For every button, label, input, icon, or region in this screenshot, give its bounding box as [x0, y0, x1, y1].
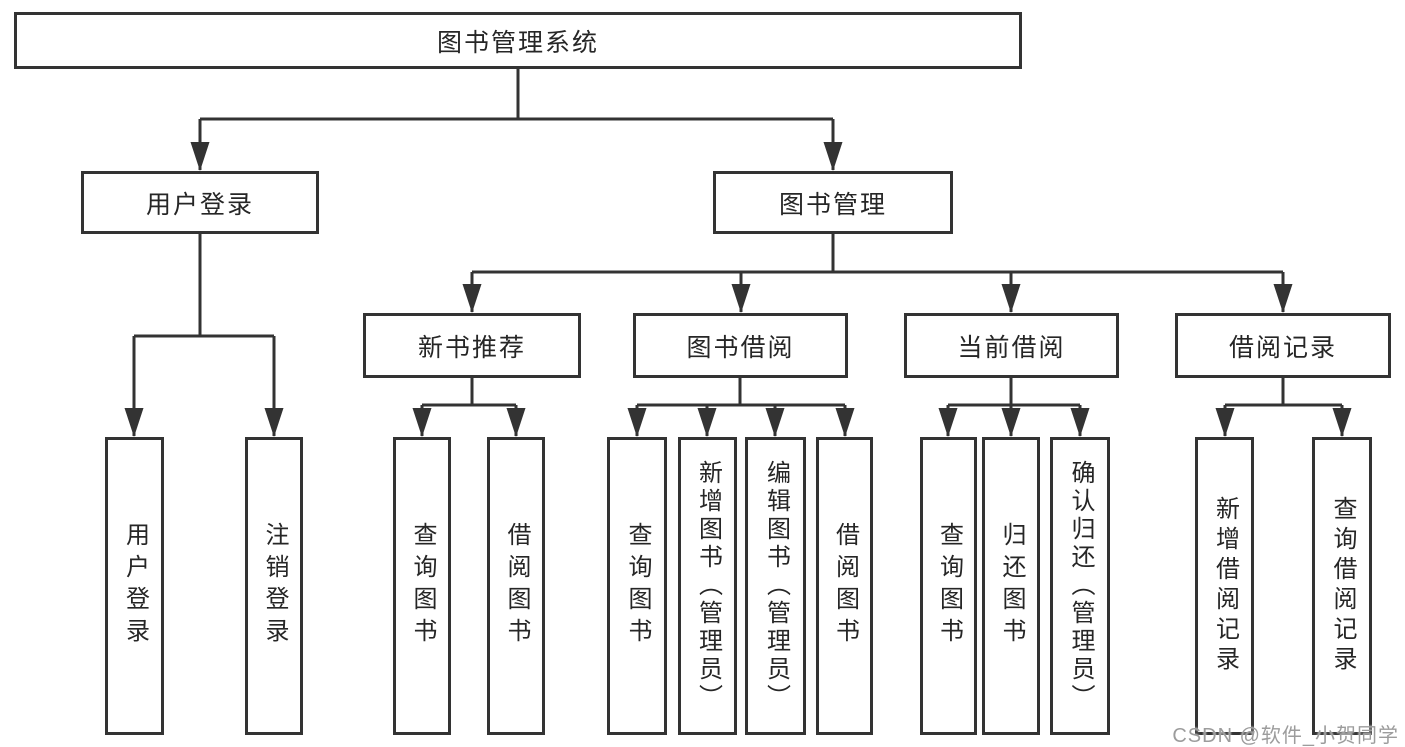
- node-book-borrow-label: 图书借阅: [686, 333, 795, 362]
- csdn-watermark: CSDN @软件_小贺同学: [1172, 725, 1399, 747]
- leaf-edit-book-admin: 编辑图书（管理员）: [745, 437, 806, 735]
- node-user-login-group: 用户登录: [81, 171, 319, 234]
- leaf-add-book-admin-label: 新增图书（管理员）: [694, 460, 722, 712]
- node-root-system: 图书管理系统: [14, 12, 1022, 69]
- node-root-system-label: 图书管理系统: [436, 28, 599, 57]
- leaf-user-login-label: 用户登录: [121, 522, 149, 650]
- node-current-borrow: 当前借阅: [904, 313, 1119, 378]
- leaf-query-book-current-label: 查询图书: [935, 522, 963, 650]
- leaf-query-book-rec-label: 查询图书: [409, 522, 436, 650]
- leaf-query-book-current: 查询图书: [920, 437, 977, 735]
- leaf-borrow-book: 借阅图书: [816, 437, 873, 735]
- node-new-book-rec: 新书推荐: [363, 313, 581, 378]
- leaf-confirm-return-admin-label: 确认归还（管理员）: [1067, 460, 1094, 712]
- leaf-query-book-borrow-label: 查询图书: [624, 522, 651, 650]
- leaf-logout: 注销登录: [245, 437, 303, 735]
- leaf-edit-book-admin-label: 编辑图书（管理员）: [762, 460, 790, 712]
- leaf-query-book-borrow: 查询图书: [607, 437, 667, 735]
- leaf-query-borrow-record-label: 查询借阅记录: [1329, 496, 1356, 676]
- leaf-add-borrow-record: 新增借阅记录: [1195, 437, 1254, 735]
- connector-book-mgmt-trunk: [472, 234, 1283, 274]
- leaf-add-borrow-record-label: 新增借阅记录: [1211, 496, 1239, 676]
- node-current-borrow-label: 当前借阅: [957, 333, 1066, 362]
- node-book-mgmt-group: 图书管理: [713, 171, 953, 234]
- connector-borrow-record-trunk: [1225, 378, 1342, 407]
- connector-new-book-rec-trunk: [422, 378, 516, 407]
- leaf-query-borrow-record: 查询借阅记录: [1312, 437, 1372, 735]
- node-borrow-record: 借阅记录: [1175, 313, 1391, 378]
- node-user-login-group-label: 用户登录: [145, 190, 254, 219]
- node-book-borrow: 图书借阅: [633, 313, 848, 378]
- node-borrow-record-label: 借阅记录: [1228, 333, 1337, 362]
- node-book-mgmt-group-label: 图书管理: [778, 190, 887, 219]
- leaf-borrow-book-rec-label: 借阅图书: [503, 522, 530, 650]
- leaf-return-book-label: 归还图书: [998, 522, 1025, 650]
- leaf-confirm-return-admin: 确认归还（管理员）: [1050, 437, 1110, 735]
- leaf-borrow-book-rec: 借阅图书: [487, 437, 545, 735]
- connector-user-login-trunk: [134, 234, 274, 338]
- connector-root-trunk: [200, 68, 833, 121]
- connector-book-borrow-trunk: [637, 378, 845, 407]
- node-new-book-rec-label: 新书推荐: [417, 333, 526, 362]
- leaf-logout-label: 注销登录: [261, 522, 288, 650]
- leaf-borrow-book-label: 借阅图书: [831, 522, 859, 650]
- leaf-add-book-admin: 新增图书（管理员）: [678, 437, 737, 735]
- connector-current-borrow-trunk: [948, 378, 1080, 407]
- leaf-return-book: 归还图书: [982, 437, 1040, 735]
- leaf-query-book-rec: 查询图书: [393, 437, 451, 735]
- leaf-user-login: 用户登录: [105, 437, 164, 735]
